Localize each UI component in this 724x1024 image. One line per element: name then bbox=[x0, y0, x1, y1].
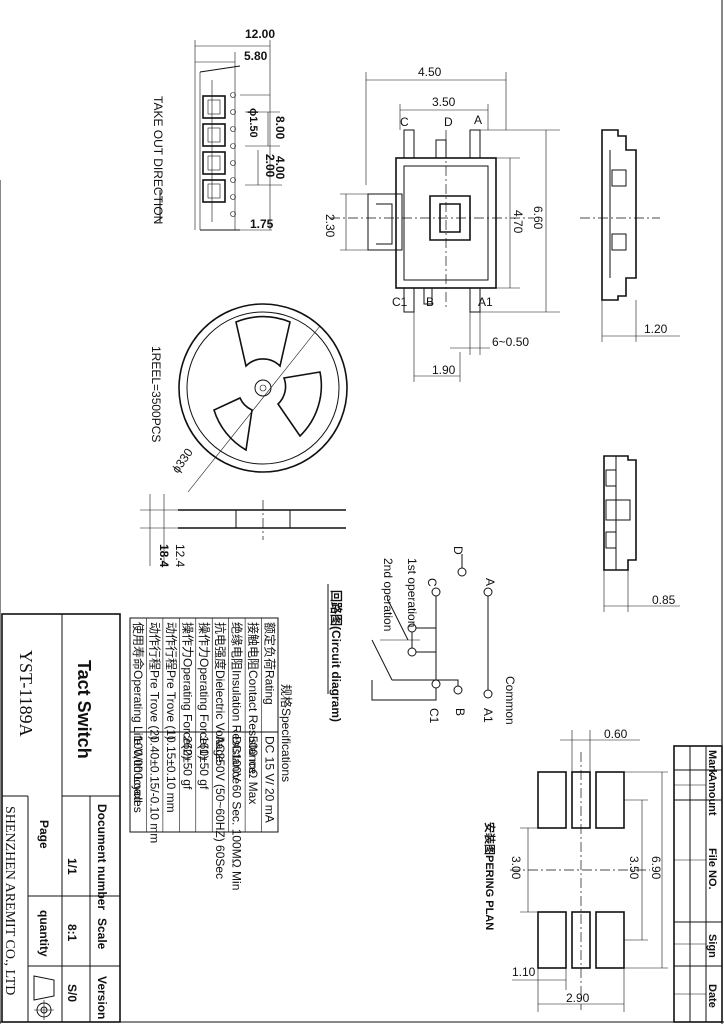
tape-dim-4: 4.00 bbox=[273, 156, 287, 180]
pcb-pad-3 bbox=[595, 771, 625, 829]
dim-4-5: 4.50 bbox=[418, 65, 442, 79]
spec-value: 500 mΩ Max bbox=[246, 736, 260, 804]
title-block: YST-1189A Tact Switch SHENZHEN AREMIT CO… bbox=[1, 613, 121, 1023]
dim-4-7: 4.70 bbox=[511, 210, 525, 234]
company-name: SHENZHEN AREMIT CO., LTD bbox=[2, 806, 17, 995]
take-out-direction-label: TAKE OUT DIRECTION bbox=[151, 96, 165, 224]
dim-1-2: 1.20 bbox=[644, 322, 668, 336]
reel-drawing: ϕ330 1REEL=3500PCS 12.4 18.4 bbox=[140, 303, 348, 568]
spec-label: 操作力Operating Force(2) bbox=[180, 622, 195, 759]
spec-value: DC 15 V/ 20 mA bbox=[263, 736, 277, 823]
pin-c1-label: C1 bbox=[392, 295, 408, 309]
tape-dim-12: 12.00 bbox=[245, 27, 275, 41]
tape-dim-8: 8.00 bbox=[273, 116, 287, 140]
spec-value: 160±50 gf bbox=[197, 736, 211, 790]
pin-b-label: B bbox=[426, 295, 434, 309]
switch-end-view: 0.85 bbox=[603, 455, 680, 612]
reel-diameter-label: ϕ330 bbox=[169, 446, 196, 476]
pcb-layout: 安装图PERING PLAN 0.60 3.00 3.50 6.90 1.10 … bbox=[483, 727, 668, 1012]
second-operation-label: 2nd operation bbox=[381, 558, 395, 631]
spec-label: 动作行程Pre Trove (2) bbox=[147, 622, 162, 740]
spec-label: 动作行程Pre Trove (1) bbox=[164, 622, 179, 740]
tape-dim-5-8: 5.80 bbox=[244, 49, 268, 63]
circuit-label-a1: A1 bbox=[481, 708, 495, 723]
dim-6-05: 6~0.50 bbox=[492, 335, 529, 349]
revision-header-amount: Amount bbox=[706, 774, 718, 816]
tape-sprocket-holes bbox=[230, 92, 236, 217]
scale-label: Scale bbox=[95, 918, 109, 950]
dim-3-5: 3.50 bbox=[432, 95, 456, 109]
switch-top-view: 4.50 3.50 C D A C1 B A1 4.70 6.60 bbox=[323, 65, 560, 382]
specs-title: 规格Specifications bbox=[279, 684, 294, 782]
spec-label: 绝缘电阻Insulation Resistance bbox=[230, 622, 245, 784]
version-label: Version bbox=[95, 976, 109, 1019]
pcb-dim-3-0: 3.00 bbox=[509, 856, 523, 880]
dim-6-6: 6.60 bbox=[531, 206, 545, 230]
revision-header-sign: Sign bbox=[706, 934, 718, 958]
pin-d-label: D bbox=[444, 115, 453, 129]
spec-value: 0.15±0.10 mm bbox=[164, 736, 178, 813]
spec-value: AC250V (50~60HZ) 60Sec bbox=[213, 736, 227, 879]
circuit-common-label: Common bbox=[503, 676, 517, 725]
tape-pockets bbox=[202, 95, 226, 203]
projection-symbol-icon bbox=[33, 975, 55, 1020]
spec-value: 100,000cycles bbox=[131, 736, 145, 813]
pcb-dim-2-9: 2.90 bbox=[566, 991, 590, 1005]
revision-header-mark: Mark bbox=[706, 750, 718, 777]
reel-dim-12-4: 12.4 bbox=[173, 544, 187, 568]
pcb-title: 安装图PERING PLAN bbox=[483, 822, 497, 930]
revision-block: Mark Amount File NO. Sign Date bbox=[673, 745, 723, 1023]
pcb-dim-0-6: 0.60 bbox=[604, 727, 628, 741]
version-value: S/0 bbox=[65, 984, 79, 1002]
reel-quantity-label: 1REEL=3500PCS bbox=[149, 346, 163, 442]
dim-1-9: 1.90 bbox=[432, 363, 456, 377]
tape-drawing: 12.00 5.80 ϕ1.50 bbox=[151, 27, 287, 231]
tape-dim-1-75: 1.75 bbox=[250, 217, 274, 231]
dim-0-85: 0.85 bbox=[652, 593, 676, 607]
pin-a1-label: A1 bbox=[478, 295, 493, 309]
spec-value: DC100V 60 Sec. 100MΩ Min bbox=[230, 736, 244, 890]
revision-header-date: Date bbox=[706, 984, 718, 1008]
pcb-pad-4 bbox=[537, 911, 567, 969]
spec-label: 使用寿命Operating Life With Load bbox=[131, 622, 146, 803]
tape-dim-dia-1-5: ϕ1.50 bbox=[247, 108, 259, 138]
spec-value: 0.40±0.15/-0.10 mm bbox=[147, 736, 161, 843]
switch-side-view: 1.20 bbox=[580, 129, 680, 342]
pin-c-label: C bbox=[400, 115, 409, 129]
circuit-label-d: D bbox=[451, 546, 465, 555]
product-name: Tact Switch bbox=[74, 660, 94, 759]
spec-label: 接触电阻Contact Resistance bbox=[246, 622, 261, 774]
circuit-label-c: C bbox=[425, 578, 439, 587]
page-label: Page bbox=[37, 820, 51, 849]
spec-label: 操作力Operating Force(1) bbox=[197, 622, 212, 759]
spec-label: 额定负荷Rating bbox=[263, 622, 278, 705]
pin-a-label: A bbox=[474, 113, 482, 127]
tape-dim-2: 2.00 bbox=[263, 154, 277, 178]
pcb-pad-1 bbox=[537, 771, 567, 829]
document-number-label: Document number bbox=[95, 804, 109, 910]
pcb-dim-1-1: 1.10 bbox=[512, 965, 536, 979]
page-value: 1/1 bbox=[65, 858, 79, 875]
circuit-label-c1: C1 bbox=[427, 708, 441, 724]
spec-label: 抗电强度Dielectric Voltage bbox=[213, 622, 228, 763]
circuit-diagram: 回路图(Circuit diagram) 2nd operation 1st o… bbox=[327, 546, 517, 725]
pcb-dim-6-9: 6.90 bbox=[649, 856, 663, 880]
quantity-label: quantity bbox=[37, 910, 51, 957]
model-number: YST-1189A bbox=[16, 650, 36, 737]
revision-header-file-no: File NO. bbox=[706, 848, 718, 890]
dim-2-3: 2.30 bbox=[323, 214, 337, 238]
reel-dim-18-4: 18.4 bbox=[157, 544, 171, 568]
spec-value: 260±50 gf bbox=[180, 736, 194, 790]
circuit-label-a: A bbox=[483, 578, 497, 586]
pcb-dim-3-5: 3.50 bbox=[627, 856, 641, 880]
specifications-table: 规格Specifications 额定负荷Rating DC 15 V/ 20 m… bbox=[129, 617, 294, 890]
pcb-pad-6 bbox=[595, 911, 625, 969]
first-operation-label: 1st operation bbox=[405, 558, 419, 627]
circuit-label-b: B bbox=[453, 708, 467, 716]
circuit-title: 回路图(Circuit diagram) bbox=[329, 590, 344, 722]
scale-value: 8:1 bbox=[65, 924, 79, 942]
